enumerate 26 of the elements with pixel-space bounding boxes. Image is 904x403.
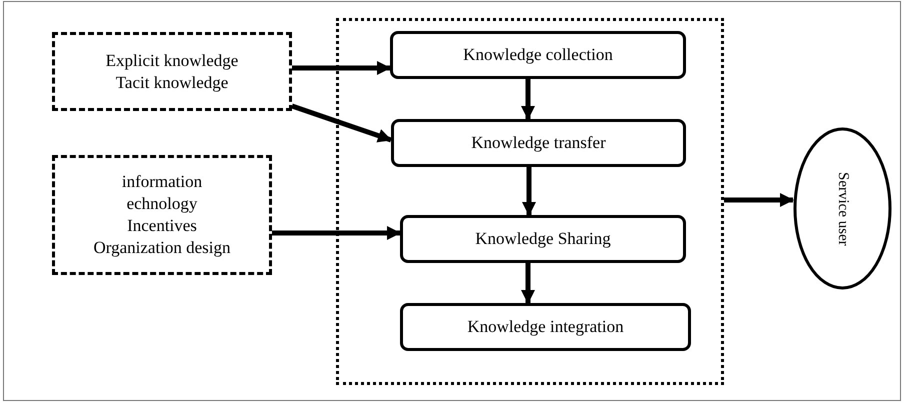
node-text: Service user xyxy=(834,172,852,246)
node-text: echnology xyxy=(126,193,198,215)
arrow xyxy=(292,61,391,75)
dotted-container xyxy=(336,18,724,385)
arrow xyxy=(724,193,794,207)
process-box xyxy=(400,215,686,263)
node-text: Incentives xyxy=(127,215,197,237)
node-text: Explicit knowledge xyxy=(106,50,238,72)
arrow xyxy=(521,79,535,120)
node-text: Organization design xyxy=(93,237,231,259)
arrow xyxy=(291,104,392,142)
process-box xyxy=(391,119,686,167)
arrow xyxy=(521,263,535,304)
arrow xyxy=(522,167,536,216)
ellipse-node xyxy=(793,127,892,290)
arrow xyxy=(272,226,401,240)
process-box xyxy=(390,31,686,79)
process-box xyxy=(400,303,691,351)
node-text: Knowledge transfer xyxy=(471,132,606,154)
node-text: Knowledge Sharing xyxy=(475,228,611,250)
dashed-box xyxy=(52,32,292,111)
node-text: Tacit knowledge xyxy=(116,72,228,94)
node-text: Knowledge collection xyxy=(463,44,613,66)
node-text: information xyxy=(122,171,202,193)
node-text: Knowledge integration xyxy=(467,316,624,338)
dashed-box xyxy=(52,155,272,275)
